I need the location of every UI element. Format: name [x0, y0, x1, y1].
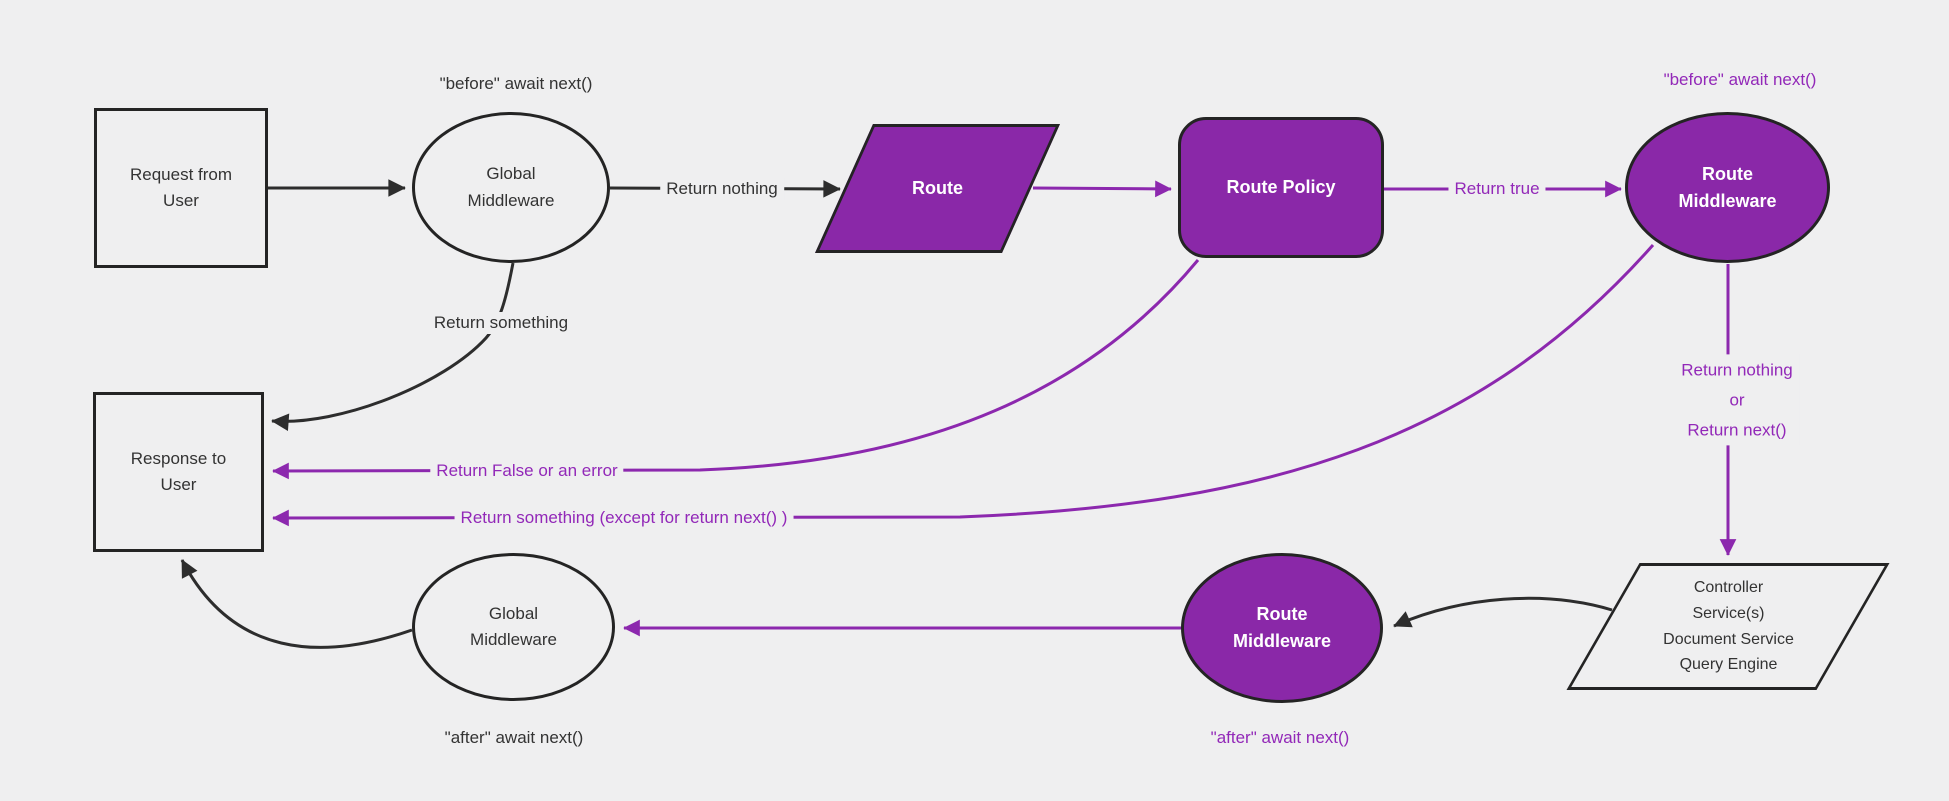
label-return-something: Return something: [427, 312, 575, 334]
node-label: Request from: [129, 164, 233, 184]
label-return-false-or-error: Return False or an error: [430, 460, 624, 482]
edge-route-to-route-policy: [1032, 180, 1172, 198]
node-label: Middleware: [1678, 190, 1777, 211]
node-label-line: Controller: [1693, 578, 1764, 596]
node-label: Controller Service(s) Document Service Q…: [1663, 575, 1794, 679]
edge-global-middleware-to-response-bottom: [180, 559, 413, 649]
edge-route-policy-to-response: [272, 259, 1200, 480]
label-return-true: Return true: [1448, 178, 1546, 200]
node-label: Middleware: [1232, 631, 1332, 651]
node-controller-services: Controller Service(s) Document Service Q…: [1566, 563, 1890, 690]
node-global-middleware-top: Global Middleware: [412, 112, 610, 263]
edge-route-middleware-to-response: [272, 244, 1655, 527]
node-label: User: [160, 475, 197, 494]
edge-controller-to-route-middleware: [1393, 596, 1613, 628]
node-route-policy: Route Policy: [1178, 117, 1384, 258]
label-line: Return nothing: [1681, 360, 1793, 380]
node-label-line: Query Engine: [1679, 656, 1778, 674]
node-route: Route: [815, 124, 1060, 253]
label-before-await-next-top: "before" await next(): [439, 74, 593, 93]
node-route-middleware-bottom: Route Middleware: [1181, 553, 1383, 703]
label-return-nothing-or-next: Return nothing or Return next(): [1675, 354, 1799, 446]
node-response-to-user: Response to User: [93, 392, 264, 552]
node-label: Middleware: [470, 630, 557, 649]
node-label: Response to: [130, 448, 227, 468]
node-label: Global: [486, 164, 536, 184]
label-after-await-next-left: "after" await next(): [444, 728, 584, 747]
node-label: Route: [912, 178, 963, 198]
edge-global-middleware-to-response: [271, 262, 515, 431]
node-label: User: [163, 191, 199, 210]
label-return-something-except: Return something (except for return next…: [454, 507, 794, 529]
node-label: Middleware: [467, 190, 555, 210]
label-line: Return next(): [1687, 419, 1787, 439]
node-label-line: Document Service: [1663, 630, 1794, 648]
node-global-middleware-bottom: Global Middleware: [412, 553, 615, 701]
label-return-nothing: Return nothing: [660, 178, 784, 200]
node-label-line: Service(s): [1692, 604, 1765, 622]
node-route-middleware-top: Route Middleware: [1625, 112, 1830, 263]
node-label: Route Policy: [1226, 177, 1336, 197]
label-before-await-next-right: "before" await next(): [1663, 70, 1817, 89]
node-label: Route: [1702, 163, 1753, 184]
node-label: Global: [488, 603, 539, 623]
node-request-from-user: Request from User: [94, 108, 268, 268]
label-line: or: [1729, 390, 1745, 410]
label-after-await-next-right: "after" await next(): [1210, 728, 1350, 747]
node-label: Route: [1256, 604, 1308, 624]
